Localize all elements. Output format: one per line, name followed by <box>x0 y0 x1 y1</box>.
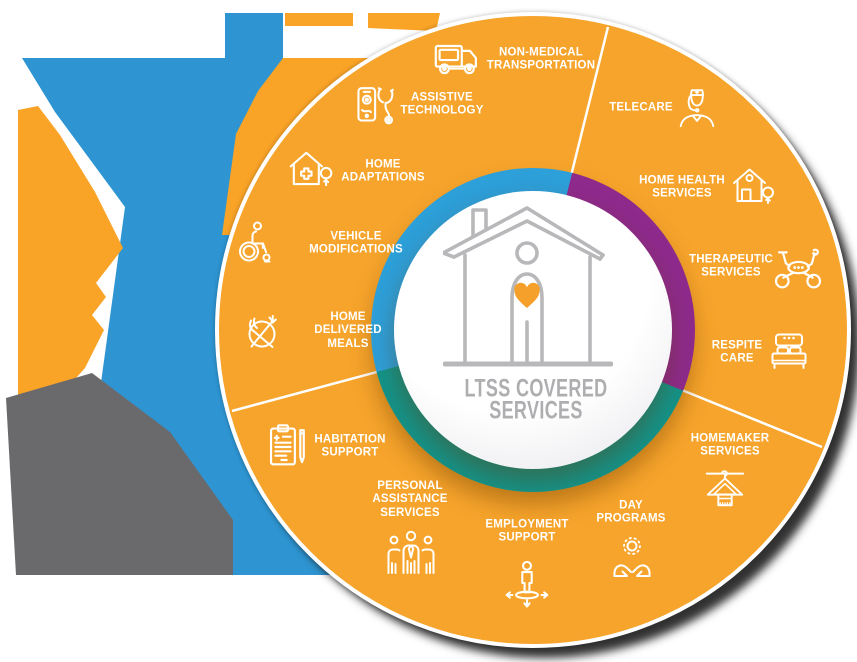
center-circle <box>394 191 672 469</box>
nurse-headset-icon <box>674 84 720 130</box>
label-home-health-services: HOME HEALTH SERVICES <box>639 174 725 200</box>
clipboard-pencil-icon <box>264 421 316 473</box>
smartphone-stethoscope-icon <box>347 83 397 133</box>
center-title-line2: SERVICES <box>489 396 583 425</box>
center-title-line1: LTSS COVERED <box>464 374 608 403</box>
hanger-towel-icon <box>702 465 748 511</box>
plate-cutlery-icon <box>239 310 287 358</box>
sector-divider-lines <box>231 26 823 449</box>
house-person-heart-icon <box>443 206 613 367</box>
label-habitation-support: HABITATION SUPPORT <box>314 433 386 459</box>
label-non-medical-transportation: NON-MEDICAL TRANSPORTATION <box>486 46 596 72</box>
label-day-programs: DAY PROGRAMS <box>596 499 666 525</box>
label-homemaker-services: HOMEMAKER SERVICES <box>690 432 770 458</box>
decor-gray-shape <box>6 373 233 575</box>
decor-orange-face-profile <box>18 106 123 396</box>
heart-icon <box>514 282 540 308</box>
house-medical-cross-icon <box>286 145 336 195</box>
label-therapeutic-services: THERAPEUTIC SERVICES <box>689 253 773 279</box>
bed-icon <box>765 328 813 376</box>
label-assistive-technology: ASSISTIVE TECHNOLOGY <box>400 91 484 117</box>
label-vehicle-modifications: VEHICLE MODIFICATIONS <box>309 230 403 256</box>
person-directions-icon <box>502 558 552 608</box>
label-personal-assistance-services: PERSONAL ASSISTANCE SERVICES <box>372 480 448 519</box>
decor-orange-strip-b <box>368 13 440 31</box>
hands-sun-icon <box>608 536 656 584</box>
wheelchair-icon <box>232 219 280 267</box>
label-employment-support: EMPLOYMENT SUPPORT <box>485 518 569 544</box>
people-group-icon <box>383 527 439 575</box>
truck-icon <box>432 33 484 85</box>
decor-orange-strip-a <box>285 13 353 26</box>
services-wheel <box>215 12 851 648</box>
label-telecare: TELECARE <box>609 101 673 114</box>
house-tree-icon <box>729 163 777 211</box>
exercise-bike-icon <box>772 241 824 293</box>
label-respite-care: RESPITE CARE <box>711 339 763 365</box>
label-home-adaptations: HOME ADAPTATIONS <box>341 158 425 184</box>
label-home-delivered-meals: HOME DELIVERED MEALS <box>314 311 382 350</box>
